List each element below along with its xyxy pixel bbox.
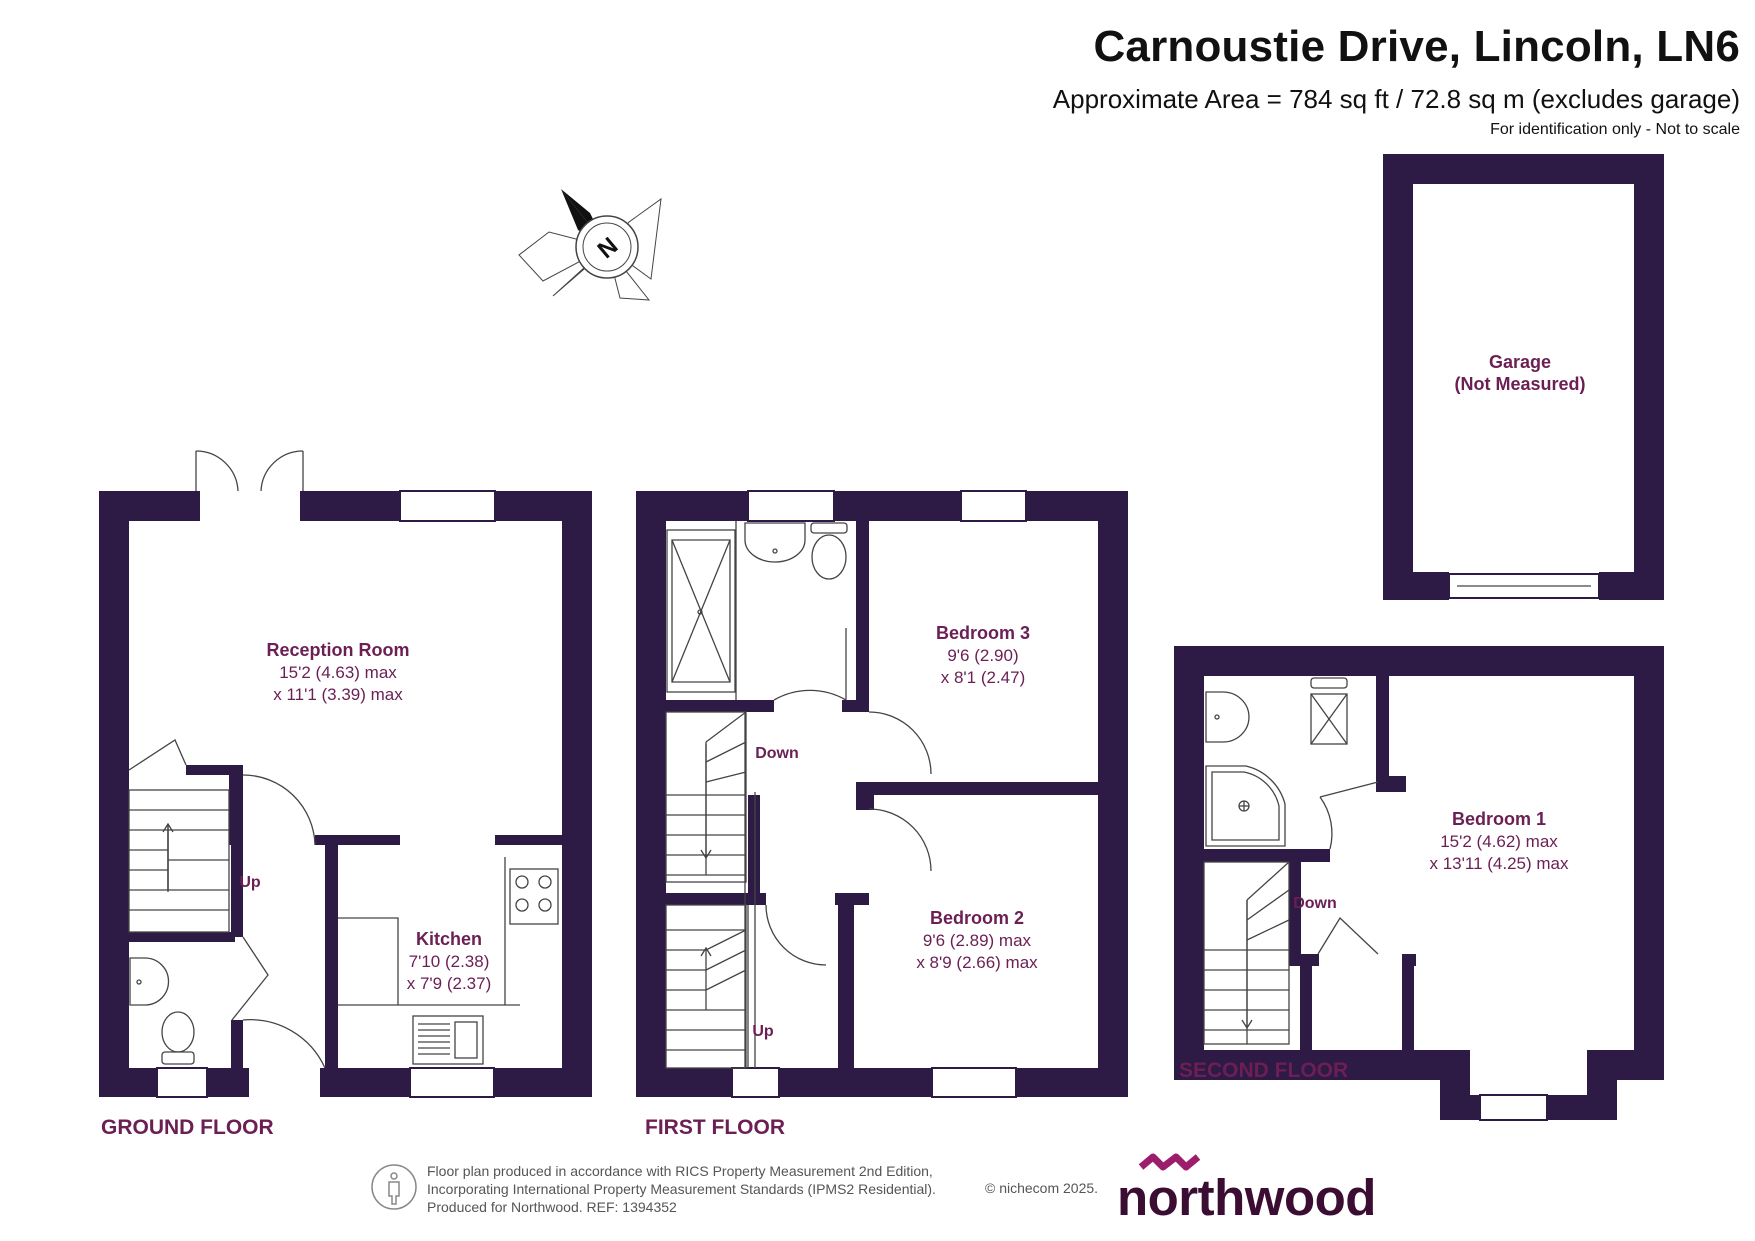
bedroom-3-dim2: x 8'1 (2.47) <box>941 668 1026 687</box>
bedroom-3-name: Bedroom 3 <box>936 623 1030 643</box>
footer-line-3: Produced for Northwood. REF: 1394352 <box>427 1199 677 1215</box>
page-title: Carnoustie Drive, Lincoln, LN6 <box>1093 22 1740 71</box>
garage-dim1: (Not Measured) <box>1454 374 1585 394</box>
bedroom-1-dim2: x 13'11 (4.25) max <box>1430 854 1569 873</box>
ground-floor-label: GROUND FLOOR <box>101 1116 274 1139</box>
bedroom-1-dim1: 15'2 (4.62) max <box>1440 832 1558 851</box>
ground-stairs-up: Up <box>239 874 261 891</box>
second-floor <box>1174 646 1664 1121</box>
garage-name: Garage <box>1489 352 1551 372</box>
kitchen-name: Kitchen <box>416 929 482 949</box>
footer-line-2: Incorporating International Property Mea… <box>427 1181 936 1197</box>
compass-icon: N <box>518 189 662 301</box>
first-stairs-down: Down <box>755 745 799 762</box>
ground-floor <box>99 490 592 1098</box>
footer-line-1: Floor plan produced in accordance with R… <box>427 1163 933 1179</box>
scale-note: For identification only - Not to scale <box>1490 121 1740 138</box>
first-floor <box>636 490 1128 1098</box>
bedroom-2-name: Bedroom 2 <box>930 908 1024 928</box>
ground-floor-details <box>128 450 559 1069</box>
second-floor-label: SECOND FLOOR <box>1179 1059 1348 1082</box>
footer-copyright: © nichecom 2025. <box>985 1180 1099 1196</box>
bedroom-3-dim1: 9'6 (2.90) <box>947 646 1018 665</box>
person-scale-icon <box>371 1164 417 1210</box>
first-floor-label: FIRST FLOOR <box>645 1116 785 1139</box>
reception-room-dim1: 15'2 (4.63) max <box>279 663 397 682</box>
bedroom-2-dim1: 9'6 (2.89) max <box>923 931 1032 950</box>
first-stairs-up: Up <box>752 1023 774 1040</box>
second-stairs-down: Down <box>1293 895 1337 912</box>
reception-room-dim2: x 11'1 (3.39) max <box>273 685 403 704</box>
kitchen-dim1: 7'10 (2.38) <box>409 952 490 971</box>
bedroom-2-dim2: x 8'9 (2.66) max <box>916 953 1038 972</box>
first-floor-details <box>665 521 932 1069</box>
bedroom-1-name: Bedroom 1 <box>1452 809 1546 829</box>
kitchen-dim2: x 7'9 (2.37) <box>407 974 492 993</box>
northwood-logo-mark-icon <box>1138 1153 1201 1171</box>
area-subtitle: Approximate Area = 784 sq ft / 72.8 sq m… <box>1052 84 1740 114</box>
second-floor-details <box>1203 677 1379 1045</box>
brand-logo: northwood <box>1117 1169 1376 1226</box>
footer-disclaimer: Floor plan produced in accordance with R… <box>427 1162 936 1216</box>
reception-room-name: Reception Room <box>266 640 409 660</box>
